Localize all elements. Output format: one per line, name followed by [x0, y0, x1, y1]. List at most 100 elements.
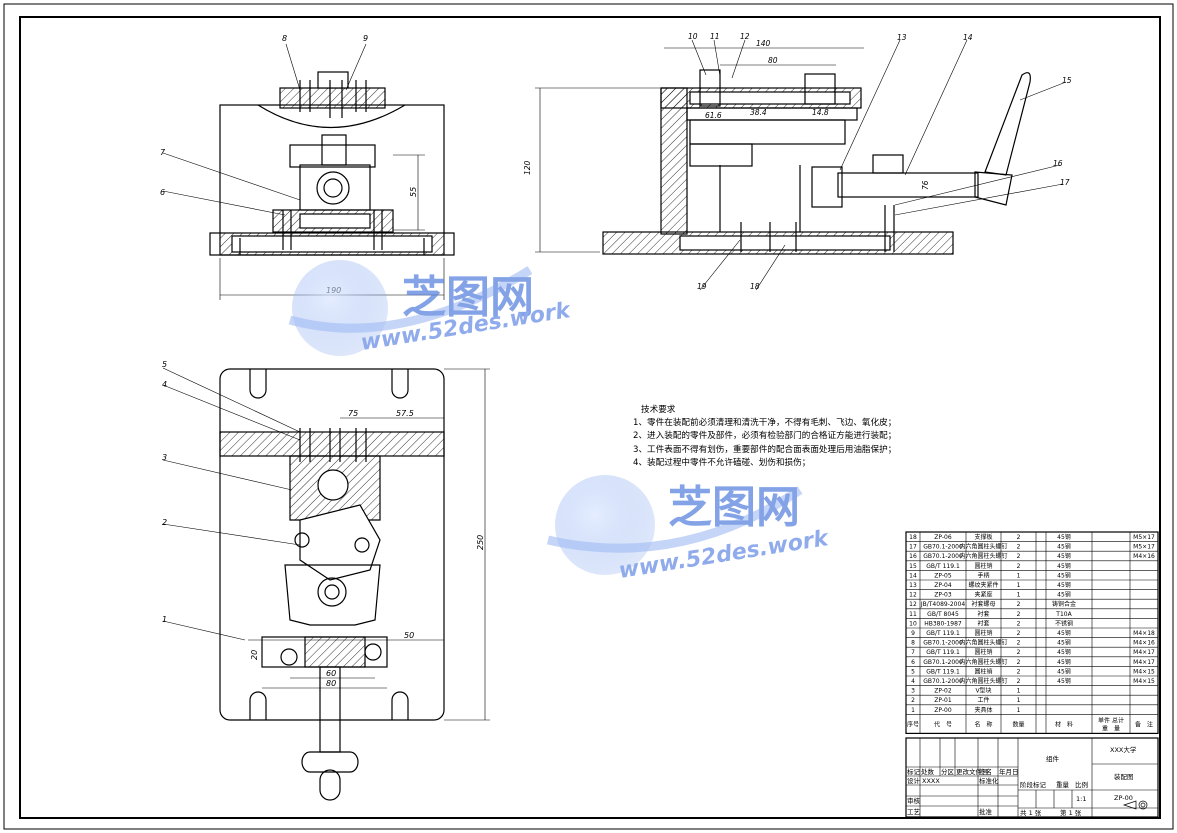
balloon-3: 3: [162, 453, 167, 462]
plan-view: [162, 367, 490, 801]
dim-14-8: 14.8: [812, 108, 829, 117]
bom-row-name: 衬套螺母: [971, 600, 995, 608]
tech-line-1: 1、零件在装配前必须清理和清洗干净，不得有毛刺、飞边、氧化皮；: [633, 418, 897, 429]
bom-row-code: GB/T 8045: [927, 611, 959, 618]
bom-row-note: M5×17: [1133, 544, 1155, 551]
bom-header-qty: 数量: [1012, 720, 1024, 728]
bom-row-no: 12: [909, 601, 917, 608]
bom-row-qty: 2: [1017, 630, 1021, 637]
watermark-brand: 芝图网: [402, 272, 534, 323]
watermark-globe-icon: [292, 260, 388, 356]
tb-school: XXX大学: [1110, 745, 1137, 754]
bom-outline: [905, 531, 1159, 734]
bom-row-qty: 1: [1017, 592, 1021, 599]
watermark-globe-icon-2: [555, 475, 655, 575]
tb-designer: XXXX: [922, 777, 940, 785]
bom-row-no: 3: [911, 688, 915, 695]
balloon-5: 5: [162, 360, 167, 369]
bom-row-no: 15: [909, 563, 917, 570]
balloon-1: 1: [162, 615, 167, 624]
bom-row-code: JB/T4089-2004: [920, 601, 965, 608]
bom-row-note: M5×17: [1133, 534, 1155, 541]
bom-row-code: GB/T 119.1: [926, 563, 960, 570]
bom-row-note: M4×16: [1133, 553, 1155, 560]
front-view-labels: 8 9 7 6 55 190: [160, 34, 418, 295]
bom-row-no: 1: [911, 707, 915, 714]
tb-sheet-total: 共 1 张: [1020, 808, 1042, 817]
tb-scale-label: 比例: [1075, 780, 1088, 789]
dim-120: 120: [523, 160, 532, 175]
tb-doc-label: 更改文件号: [956, 767, 989, 776]
bom-row-name: 手柄: [977, 571, 989, 579]
bom-row-note: M4×15: [1133, 668, 1155, 675]
plan-view-labels: 5 4 3 2 1 75 57.5 250 50 20 60 80: [162, 360, 485, 688]
bom-row-code: GB70.1-2000: [923, 544, 963, 551]
bom-row-qty: 1: [1017, 688, 1021, 695]
bom-row-qty: 2: [1017, 649, 1021, 656]
balloon-11: 11: [710, 32, 720, 41]
bom-row-qty: 2: [1017, 544, 1021, 551]
balloon-13: 13: [897, 33, 907, 42]
dim-250: 250: [476, 535, 485, 550]
bom-row-material: 45钢: [1057, 562, 1071, 570]
bom-header-name: 名 称: [974, 720, 992, 728]
bom-row-name: 内六角圆柱头螺钉: [959, 658, 1007, 666]
tech-title: 技术要求: [641, 405, 676, 415]
bom-row-no: 4: [911, 678, 915, 685]
bom-row-name: 内六角圆柱头螺钉: [959, 543, 1007, 551]
bom-row-qty: 1: [1017, 572, 1021, 579]
balloon-8: 8: [282, 34, 287, 43]
bom-row-qty: 1: [1017, 582, 1021, 589]
bom-row-qty: 2: [1017, 678, 1021, 685]
bom-row-no: 9: [911, 630, 915, 637]
balloon-10: 10: [688, 32, 698, 41]
tb-review-label: 审核: [907, 796, 921, 805]
bom-row-material: 45钢: [1057, 629, 1071, 637]
bom-row-name: 圆柱销: [974, 648, 992, 656]
tb-stage-label: 阶段标记: [1020, 780, 1047, 789]
bom-row-no: 11: [909, 611, 917, 618]
bom-row-name: 夹具体: [974, 706, 992, 714]
watermark-brand-2: 芝图网: [668, 482, 800, 533]
bom-row-no: 17: [909, 544, 917, 551]
bom-row-qty: 2: [1017, 659, 1021, 666]
tb-process-label: 工艺: [907, 808, 921, 816]
bom-row-qty: 1: [1017, 697, 1021, 704]
watermark-1: 芝图网 www.52des.work: [288, 260, 573, 356]
bom-row-material: 45钢: [1057, 658, 1071, 666]
balloon-17: 17: [1060, 178, 1070, 187]
tb-assembly: 组件: [1046, 754, 1060, 763]
bom-row-code: ZP-01: [934, 697, 952, 704]
bom-row-name: 内六角圆柱头螺钉: [959, 552, 1007, 560]
dim-61-6: 61.6: [705, 111, 722, 120]
bom-row-code: GB70.1-2000: [923, 678, 963, 685]
tech-line-2: 2、进入装配的零件及部件，必须有检验部门的合格证方能进行装配；: [633, 431, 897, 442]
bom-row-name: 圆柱销: [974, 629, 992, 637]
tb-scale: 1:1: [1076, 795, 1086, 803]
bom-row-no: 2: [911, 697, 915, 704]
balloon-4: 4: [162, 380, 167, 389]
balloon-12: 12: [740, 32, 750, 41]
balloon-15: 15: [1062, 76, 1072, 85]
bom-row-code: ZP-06: [934, 534, 952, 541]
bom-row-code: GB70.1-2000: [923, 640, 963, 647]
bom-row-no: 10: [909, 620, 917, 627]
dim-55: 55: [409, 187, 418, 197]
bom-row-qty: 2: [1017, 640, 1021, 647]
dim-80-plan: 80: [326, 679, 336, 688]
bom-row-no: 18: [909, 534, 917, 541]
bom-row-note: M4×18: [1133, 630, 1155, 637]
bom-row-code: ZP-02: [934, 688, 952, 695]
technical-requirements: 技术要求 1、零件在装配前必须清理和清洗干净，不得有毛刺、飞边、氧化皮； 2、进…: [633, 404, 963, 470]
bom-row-name: 衬套: [977, 610, 989, 618]
bom-row-material: 45钢: [1057, 533, 1071, 541]
bom-row-material: T10A: [1055, 611, 1072, 618]
bom-row-qty: 2: [1017, 668, 1021, 675]
tech-line-3: 3、工件表面不得有划伤，重要部件的配合面表面处理后用油脂保护；: [633, 444, 897, 455]
bom-row-code: ZP-04: [934, 582, 952, 589]
bom-row-no: 5: [911, 668, 915, 675]
bom-row-code: GB70.1-2000: [923, 659, 963, 666]
bom-header-note: 备 注: [1135, 720, 1153, 728]
bom-row-material: 45钢: [1057, 667, 1071, 675]
bom-row-name: 工件: [977, 696, 989, 704]
